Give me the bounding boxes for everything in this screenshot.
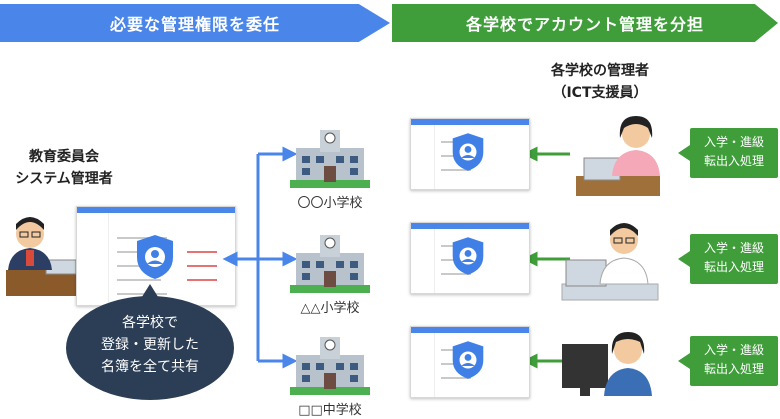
school-3-building-icon	[290, 335, 370, 399]
console-sidebar	[77, 213, 109, 305]
manager-1-illustration	[576, 116, 660, 196]
school-2-task-box: 入学・進級 転出入処理	[678, 234, 778, 284]
school-1-task-line2: 転出入処理	[703, 154, 764, 168]
bubble-line3: 名簿を全て共有	[101, 359, 199, 375]
admin-person-illustration	[6, 217, 78, 296]
school-3-name: □□中学校	[298, 403, 362, 418]
delegate-banner: 必要な管理権限を委任	[0, 4, 390, 42]
admin-label-line1: 教育委員会	[29, 149, 99, 165]
school-2-building-icon	[290, 233, 370, 297]
share-bubble: 各学校で 登録・更新した 名簿を全て共有	[66, 296, 234, 400]
school-1-shield-icon	[452, 133, 484, 171]
school-3-console-screen	[410, 326, 530, 398]
school-3-task-line1: 入学・進級	[703, 343, 764, 357]
school-management-banner-text: 各学校でアカウント管理を分担	[465, 15, 704, 34]
managers-label-line1: 各学校の管理者	[551, 63, 649, 79]
manager-2-illustration	[561, 223, 659, 301]
admin-label-line2: システム管理者	[15, 171, 113, 187]
school-1-task-box: 入学・進級 転出入処理	[678, 128, 778, 178]
bubble-line2: 登録・更新した	[101, 337, 199, 353]
school-2-console-screen	[410, 222, 530, 294]
school-2-task-line1: 入学・進級	[703, 241, 764, 255]
school-3-shield-icon	[452, 341, 484, 379]
managers-label: 各学校の管理者 （ICT支援員）	[530, 60, 670, 104]
school-1-task-line1: 入学・進級	[703, 135, 764, 149]
delegate-banner-text: 必要な管理権限を委任	[109, 15, 280, 34]
school-1-building-icon	[290, 128, 370, 192]
school-2-shield-icon	[452, 237, 484, 275]
school-3-task-box: 入学・進級 転出入処理	[678, 336, 778, 386]
admin-label: 教育委員会 システム管理者	[4, 146, 124, 190]
school-3-task-line2: 転出入処理	[703, 362, 764, 376]
bubble-line1: 各学校で	[122, 315, 178, 331]
school-management-banner: 各学校でアカウント管理を分担	[392, 4, 778, 42]
console-header-bar	[77, 207, 235, 213]
school-1-console-screen	[410, 118, 530, 190]
school-1-name: 〇〇小学校	[297, 196, 363, 211]
managers-label-line2: （ICT支援員）	[552, 85, 648, 101]
school-2-name: △△小学校	[300, 301, 360, 316]
school-2-task-line2: 転出入処理	[703, 260, 764, 274]
admin-shield-icon	[137, 235, 173, 279]
manager-3-illustration	[562, 332, 652, 396]
